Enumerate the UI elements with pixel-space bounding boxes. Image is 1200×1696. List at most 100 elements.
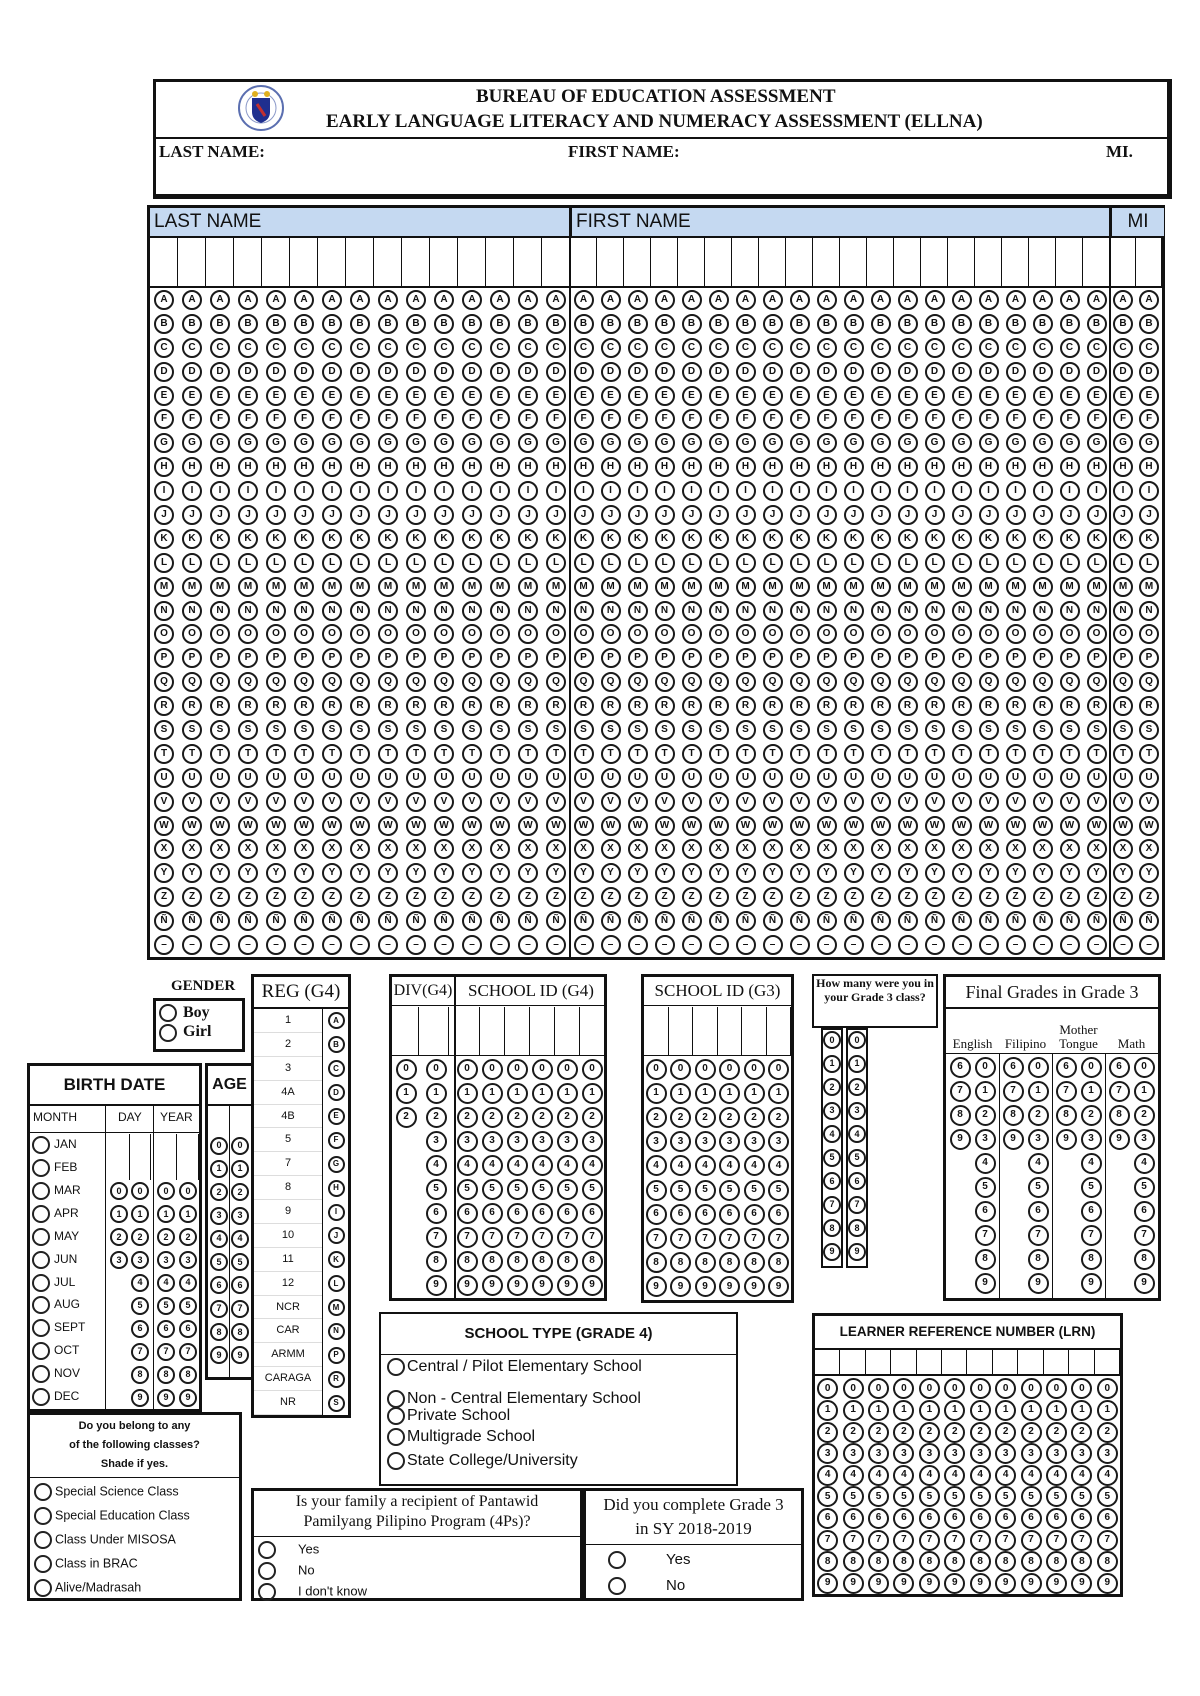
school-id-g4-bubble[interactable]: 0 bbox=[506, 1058, 528, 1080]
school-id-g3-bubble[interactable]: 9 bbox=[719, 1276, 740, 1298]
school-id-g4-bubble[interactable]: 3 bbox=[581, 1130, 603, 1152]
grade-ones-bubble[interactable]: 4 bbox=[1080, 1152, 1102, 1174]
letter-bubble-G[interactable]: G bbox=[546, 433, 566, 454]
letter-bubble-U[interactable]: U bbox=[762, 767, 783, 788]
grade-ones-bubble[interactable]: 3 bbox=[1133, 1128, 1155, 1150]
lrn-bubble[interactable]: 7 bbox=[817, 1529, 839, 1551]
letter-bubble-H[interactable]: H bbox=[870, 457, 891, 478]
lrn-bubble[interactable]: 0 bbox=[842, 1378, 864, 1400]
letter-bubble-V[interactable]: V bbox=[951, 791, 972, 812]
letter-bubble-L[interactable]: L bbox=[434, 552, 454, 573]
school-id-g4-bubble[interactable]: 3 bbox=[556, 1130, 578, 1152]
lrn-bubble[interactable]: 9 bbox=[1020, 1572, 1042, 1594]
letter-bubble-G[interactable]: G bbox=[978, 433, 999, 454]
letter-bubble-A[interactable]: A bbox=[546, 289, 566, 310]
letter-bubble-H[interactable]: H bbox=[762, 457, 783, 478]
radio-circle-icon[interactable] bbox=[32, 1158, 50, 1177]
letter-bubble-N[interactable]: N bbox=[654, 600, 675, 621]
letter-bubble-L[interactable]: L bbox=[708, 552, 729, 573]
school-id-g3-bubble[interactable]: 7 bbox=[645, 1228, 667, 1249]
letter-bubble-Ñ[interactable]: Ñ bbox=[182, 911, 202, 932]
age-bubble[interactable]: 9 bbox=[210, 1346, 228, 1365]
letter-bubble-L[interactable]: L bbox=[816, 552, 837, 573]
letter-bubble-W[interactable]: W bbox=[210, 815, 230, 836]
letter-bubble-M[interactable]: M bbox=[350, 576, 370, 597]
letter-bubble-I[interactable]: I bbox=[294, 481, 314, 502]
lrn-bubble[interactable]: 1 bbox=[868, 1399, 890, 1421]
age-bubble[interactable]: 4 bbox=[210, 1229, 228, 1248]
letter-bubble-E[interactable]: E bbox=[462, 385, 482, 406]
school-id-g4-bubble[interactable]: 3 bbox=[531, 1130, 553, 1152]
grade-tens-bubble[interactable]: 8 bbox=[1055, 1104, 1077, 1126]
letter-bubble-O[interactable]: O bbox=[924, 624, 945, 645]
school-id-g4-bubble[interactable]: 8 bbox=[581, 1250, 603, 1272]
lrn-bubble[interactable]: 5 bbox=[969, 1486, 991, 1508]
lrn-bubble[interactable]: 7 bbox=[969, 1529, 991, 1551]
letter-bubble-Q[interactable]: Q bbox=[735, 672, 756, 693]
school-id-g3-bubble[interactable]: 3 bbox=[743, 1131, 765, 1153]
letter-bubble-O[interactable]: O bbox=[434, 624, 454, 645]
letter-bubble-S[interactable]: S bbox=[870, 720, 891, 741]
letter-bubble-L[interactable]: L bbox=[406, 552, 426, 573]
age-bubble[interactable]: 5 bbox=[210, 1253, 228, 1272]
letter-bubble-Q[interactable]: Q bbox=[708, 672, 729, 693]
letter-bubble-P[interactable]: P bbox=[406, 648, 426, 669]
region-bubble-A[interactable]: A bbox=[327, 1012, 345, 1030]
letter-bubble-G[interactable]: G bbox=[1086, 433, 1107, 454]
letter-bubble-P[interactable]: P bbox=[600, 648, 621, 669]
letter-bubble-N[interactable]: N bbox=[294, 600, 314, 621]
school-id-g4-bubble[interactable]: 2 bbox=[481, 1106, 503, 1128]
school-id-g3-bubble[interactable]: 2 bbox=[743, 1107, 765, 1128]
letter-bubble-F[interactable]: F bbox=[816, 409, 837, 430]
lrn-bubble[interactable]: 7 bbox=[995, 1529, 1017, 1551]
letter-bubble-W[interactable]: W bbox=[627, 815, 648, 836]
lrn-bubble[interactable]: 3 bbox=[1020, 1443, 1042, 1465]
day-year-bubble[interactable]: 8 bbox=[131, 1365, 149, 1384]
letter-bubble-O[interactable]: O bbox=[654, 624, 675, 645]
school-id-g4-bubble[interactable]: 0 bbox=[556, 1058, 578, 1080]
letter-bubble-R[interactable]: R bbox=[735, 696, 756, 717]
letter-bubble-V[interactable]: V bbox=[490, 791, 510, 812]
letter-bubble-T[interactable]: T bbox=[951, 743, 972, 764]
letter-bubble-U[interactable]: U bbox=[897, 767, 918, 788]
letter-bubble-U[interactable]: U bbox=[924, 767, 945, 788]
day-year-bubble[interactable]: 2 bbox=[131, 1228, 149, 1247]
letter-bubble-E[interactable]: E bbox=[816, 385, 837, 406]
letter-bubble-Q[interactable]: Q bbox=[897, 672, 918, 693]
letter-bubble-I[interactable]: I bbox=[951, 481, 972, 502]
letter-bubble-P[interactable]: P bbox=[266, 648, 286, 669]
letter-bubble-Y[interactable]: Y bbox=[1059, 863, 1080, 884]
day-year-bubble[interactable]: 6 bbox=[157, 1319, 175, 1338]
letter-bubble-N[interactable]: N bbox=[897, 600, 918, 621]
letter-bubble-–[interactable]: – bbox=[546, 935, 566, 956]
grade-ones-bubble[interactable]: 8 bbox=[1133, 1248, 1155, 1270]
school-id-g3-bubble[interactable]: 1 bbox=[719, 1082, 740, 1104]
letter-bubble-J[interactable]: J bbox=[182, 504, 202, 525]
write-in-box[interactable] bbox=[975, 238, 1002, 286]
letter-bubble-Ñ[interactable]: Ñ bbox=[1086, 911, 1107, 932]
letter-bubble-P[interactable]: P bbox=[490, 648, 510, 669]
write-in-box[interactable] bbox=[1002, 238, 1029, 286]
letter-bubble-C[interactable]: C bbox=[378, 337, 398, 358]
letter-bubble-C[interactable]: C bbox=[406, 337, 426, 358]
letter-bubble-K[interactable]: K bbox=[897, 528, 918, 549]
letter-bubble-K[interactable]: K bbox=[266, 528, 286, 549]
letter-bubble-Ñ[interactable]: Ñ bbox=[1032, 911, 1053, 932]
radio-circle-icon[interactable] bbox=[32, 1136, 50, 1154]
letter-bubble-Y[interactable]: Y bbox=[266, 863, 286, 884]
day-year-bubble[interactable]: 2 bbox=[179, 1228, 197, 1247]
grade-ones-bubble[interactable]: 0 bbox=[1080, 1056, 1102, 1078]
letter-bubble-F[interactable]: F bbox=[322, 409, 342, 430]
letter-bubble-E[interactable]: E bbox=[654, 385, 675, 406]
lrn-bubble[interactable]: 8 bbox=[995, 1551, 1017, 1573]
letter-bubble-–[interactable]: – bbox=[462, 935, 482, 956]
school-id-g4-bubble[interactable]: 9 bbox=[481, 1274, 503, 1296]
school-type-option[interactable]: Multigrade School bbox=[387, 1428, 535, 1446]
letter-bubble-S[interactable]: S bbox=[1086, 720, 1107, 741]
letter-bubble-Y[interactable]: Y bbox=[1139, 863, 1159, 884]
letter-bubble-Z[interactable]: Z bbox=[518, 887, 538, 908]
write-in-box[interactable] bbox=[1018, 1348, 1044, 1374]
school-id-g4-bubble[interactable]: 4 bbox=[506, 1154, 528, 1176]
letter-bubble-U[interactable]: U bbox=[546, 767, 566, 788]
letter-bubble-N[interactable]: N bbox=[434, 600, 454, 621]
